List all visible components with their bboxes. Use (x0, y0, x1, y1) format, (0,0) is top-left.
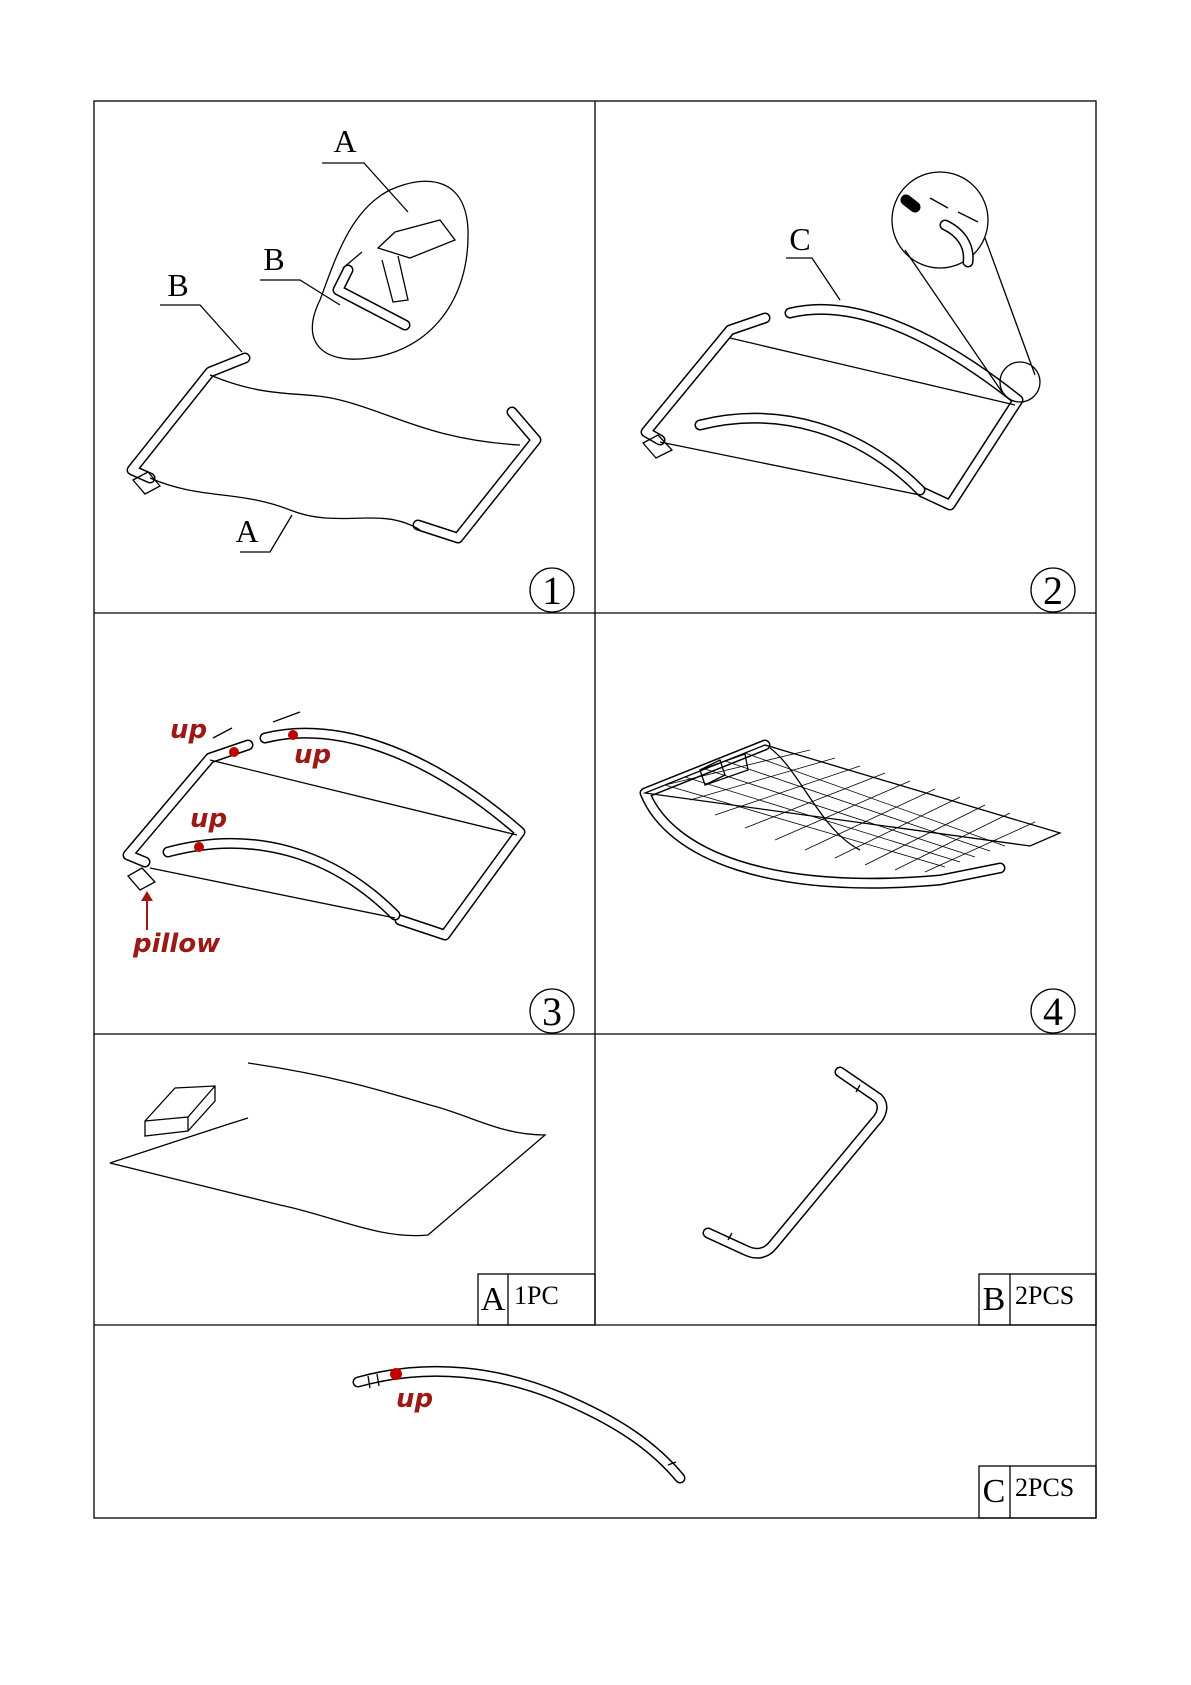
part-a-net-drawing (110, 1063, 545, 1236)
part-c-up-marker (390, 1368, 402, 1380)
step-3-pillow-arrowhead (141, 891, 153, 901)
part-a-letter: A (481, 1281, 506, 1318)
step-2-leader-c (786, 258, 840, 300)
step-2-label-c: C (789, 221, 810, 257)
step-3-marker-1 (229, 747, 239, 757)
part-b-letter: B (983, 1281, 1006, 1318)
step-1-label-b-detail: B (263, 241, 284, 277)
part-a-qty: 1PC (514, 1281, 559, 1310)
part-c-panel: up C 2PCS (358, 1368, 1096, 1518)
step-3-marker-3 (194, 842, 204, 852)
step-4-number: 4 (1043, 989, 1063, 1034)
step-1-number: 1 (542, 568, 562, 613)
step-1-detail-callout (312, 181, 468, 359)
step-1-label-b-frame: B (167, 267, 188, 303)
step-3-annotation-up-1: up (170, 715, 207, 745)
part-c-qty: 2PCS (1015, 1473, 1074, 1502)
step-3-marker-2 (288, 730, 298, 740)
part-c-annotation-up: up (396, 1384, 433, 1414)
part-b-qty: 2PCS (1015, 1281, 1074, 1310)
step-3-number: 3 (542, 989, 562, 1034)
step-1-panel: A B B A 1 (132, 123, 574, 613)
part-a-panel: A 1PC (110, 1063, 595, 1325)
step-1-frame-drawing (132, 358, 536, 538)
step-4-assembled-lounger (645, 745, 1060, 883)
step-4-panel: 4 (645, 745, 1075, 1034)
step-1-label-a-bottom: A (235, 513, 258, 549)
step-3-annotation-up-3: up (190, 804, 227, 834)
part-b-tube-drawing (708, 1072, 882, 1253)
step-3-panel: up up up pillow 3 (128, 712, 574, 1034)
step-2-number: 2 (1043, 568, 1063, 613)
step-3-annotation-up-2: up (294, 740, 331, 770)
step-1-label-a-top: A (333, 123, 356, 159)
step-2-panel: C 2 (643, 172, 1075, 613)
step-3-annotation-pillow: pillow (132, 929, 221, 959)
part-b-panel: B 2PCS (708, 1072, 1096, 1325)
part-c-letter: C (983, 1473, 1006, 1510)
step-2-frame-drawing (643, 309, 1018, 505)
